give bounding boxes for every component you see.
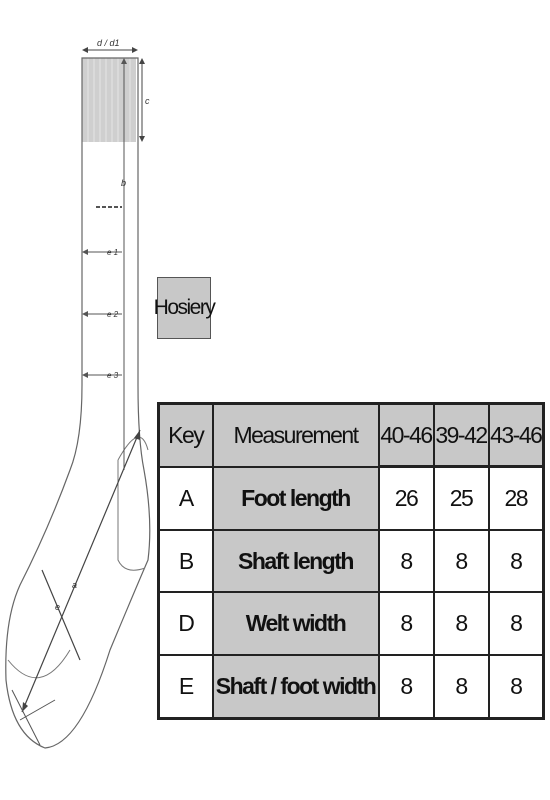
- header-size: 40-46: [377, 402, 435, 468]
- row-measurement: Foot length: [211, 465, 380, 531]
- header-measurement: Measurement: [211, 402, 380, 468]
- table-row: A Foot length 26 25 28: [157, 465, 545, 531]
- header-key: Key: [157, 402, 214, 468]
- row-measurement: Shaft length: [211, 528, 380, 594]
- row-value: 8: [487, 528, 545, 594]
- row-value: 8: [377, 654, 435, 720]
- size-table: Key Measurement 40-46 39-42 43-46 A Foot…: [157, 402, 545, 720]
- row-value: 25: [432, 465, 490, 531]
- foot-width-arrow: [41, 569, 81, 661]
- row-value: 8: [377, 591, 435, 657]
- row-value: 8: [432, 654, 490, 720]
- row-value: 8: [432, 528, 490, 594]
- row-value: 8: [432, 591, 490, 657]
- e2-label: e 2: [107, 310, 119, 319]
- row-key: A: [157, 465, 214, 531]
- row-value: 8: [487, 654, 545, 720]
- row-value: 8: [377, 528, 435, 594]
- header-size: 43-46: [487, 402, 545, 468]
- header-size: 39-42: [432, 402, 490, 468]
- foot-length-label: a: [72, 580, 77, 590]
- sock-welt: [82, 58, 136, 142]
- table-row: D Welt width 8 8 8: [157, 591, 545, 657]
- row-key: B: [157, 528, 214, 594]
- foot-width-label: e: [55, 602, 60, 612]
- foot-length-arrow: [21, 429, 141, 713]
- sock-outline: [5, 57, 151, 749]
- shaft-label: b: [121, 178, 126, 188]
- sock-measurement-diagram: d / d1 c b e 1 e 2 e 3 a e: [5, 38, 151, 749]
- welt-label: c: [145, 96, 150, 106]
- e1-label: e 1: [107, 248, 118, 257]
- table-row: E Shaft / foot width 8 8 8: [157, 654, 545, 720]
- width-label: d / d1: [97, 38, 120, 48]
- table-header-row: Key Measurement 40-46 39-42 43-46: [157, 402, 545, 468]
- category-label: Hosiery: [154, 277, 216, 339]
- row-measurement: Welt width: [211, 591, 380, 657]
- row-key: E: [157, 654, 214, 720]
- row-value: 26: [377, 465, 435, 531]
- table-row: B Shaft length 8 8 8: [157, 528, 545, 594]
- row-value: 8: [487, 591, 545, 657]
- e3-label: e 3: [107, 371, 119, 380]
- row-measurement: Shaft / foot width: [211, 654, 380, 720]
- row-key: D: [157, 591, 214, 657]
- row-value: 28: [487, 465, 545, 531]
